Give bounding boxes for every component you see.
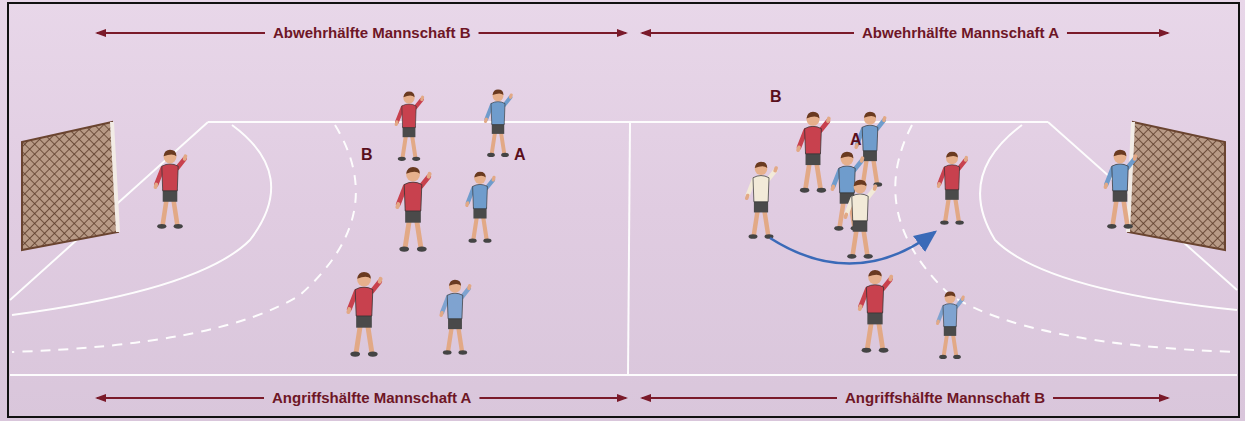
team-letter: A bbox=[514, 146, 526, 164]
arrow-head bbox=[95, 29, 106, 37]
arrow-head bbox=[617, 394, 628, 402]
half-label: Angriffshälfte Mannschaft A bbox=[272, 390, 471, 407]
half-label: Angriffshälfte Mannschaft B bbox=[845, 390, 1045, 407]
arrow-head bbox=[1159, 394, 1170, 402]
arrow-head bbox=[640, 394, 651, 402]
arrow-head bbox=[617, 29, 628, 37]
arrow-line bbox=[1067, 32, 1168, 34]
arrow-line bbox=[1053, 397, 1168, 399]
team-letter: B bbox=[361, 146, 373, 164]
half-label: Abwehrhälfte Mannschaft B bbox=[273, 25, 471, 42]
team-letter: B bbox=[770, 88, 782, 106]
arrow-line bbox=[642, 397, 837, 399]
arrow-line bbox=[479, 397, 626, 399]
half-label: Abwehrhälfte Mannschaft A bbox=[862, 25, 1059, 42]
arrow-head bbox=[95, 394, 106, 402]
arrow-head bbox=[1159, 29, 1170, 37]
arrow-line bbox=[642, 32, 854, 34]
arrow-line bbox=[97, 397, 264, 399]
team-letter: A bbox=[850, 131, 862, 149]
arrow-line bbox=[97, 32, 265, 34]
arrow-head bbox=[640, 29, 651, 37]
arrow-line bbox=[479, 32, 626, 34]
